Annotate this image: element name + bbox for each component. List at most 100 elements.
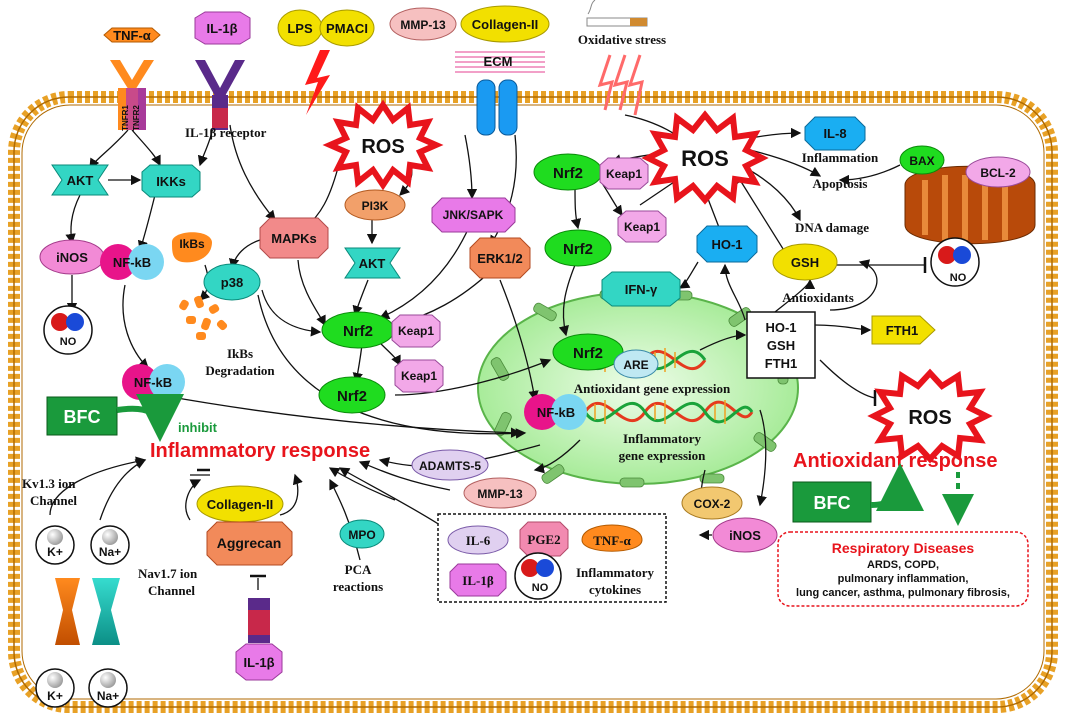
il1b-top-node[interactable]: IL-1β [194, 11, 251, 45]
no-box-label: NO [532, 582, 549, 594]
inos-node-left[interactable]: iNOS [39, 239, 105, 275]
il1b-bottom-node[interactable]: IL-1β [235, 643, 283, 681]
no-node-left[interactable]: NO [43, 305, 93, 355]
na-bottom-label: Na+ [97, 689, 119, 703]
tnf-alpha-node[interactable]: TNF-α [103, 27, 161, 43]
ikks-label: IKKs [156, 174, 186, 189]
inflammatory-expression-label-1: Inflammatory [623, 431, 701, 446]
resp-line-1: ARDS, COPD, [867, 559, 939, 571]
bcl2-node[interactable]: BCL-2 [965, 156, 1031, 188]
p38-node[interactable]: p38 [203, 263, 261, 301]
k-bottom-ion[interactable]: K+ [35, 668, 75, 708]
lps-node[interactable]: LPS [277, 9, 323, 47]
are-node[interactable]: ARE [613, 349, 659, 379]
il6-node[interactable]: IL-6 [447, 525, 509, 555]
bax-node[interactable]: BAX [899, 145, 945, 175]
pmaci-node[interactable]: PMACI [319, 9, 375, 47]
collagen-bottom-node[interactable]: Collagen-II [196, 485, 284, 523]
nrf2-center-b[interactable]: Nrf2 [318, 376, 386, 414]
keap1-center-b[interactable]: Keap1 [394, 359, 444, 393]
nrf2-center-b-label: Nrf2 [337, 388, 367, 405]
keap1-right-b-label: Keap1 [624, 220, 660, 234]
erk-node[interactable]: ERK1/2 [469, 237, 531, 279]
mmp13-top-node[interactable]: MMP-13 [389, 7, 457, 41]
bfc-right-arrow [870, 463, 924, 512]
ikbs-degradation-label-2: Degradation [205, 363, 275, 378]
bcl2-label: BCL-2 [980, 166, 1016, 180]
il1b-box-node[interactable]: IL-1β [449, 563, 507, 597]
nrf2-center-a-label: Nrf2 [343, 323, 373, 340]
nrf2-center-a[interactable]: Nrf2 [321, 311, 395, 349]
kv-label-1: Kv1.3 ion [22, 476, 76, 491]
na-top-ion[interactable]: Na+ [90, 525, 130, 565]
antioxidant-products-box: HO-1 GSH FTH1 [746, 311, 816, 379]
cox2-node[interactable]: COX-2 [681, 486, 743, 520]
fth1-label: FTH1 [886, 323, 919, 338]
collagen-top-node[interactable]: Collagen-II [460, 5, 550, 43]
ros-top-node[interactable]: ROS [641, 110, 769, 205]
ecm-node[interactable]: ECM [455, 51, 545, 73]
pge2-node[interactable]: PGE2 [519, 521, 569, 557]
fth1-node[interactable]: FTH1 [871, 315, 936, 345]
ho1-label: HO-1 [711, 237, 742, 252]
k-top-label: K+ [47, 545, 63, 559]
inos-bottom-label: iNOS [729, 528, 761, 543]
keap1-right-a-label: Keap1 [606, 167, 642, 181]
pi3k-node[interactable]: PI3K [344, 189, 406, 221]
no-node-right[interactable]: NO [930, 237, 980, 287]
na-bottom-ion[interactable]: Na+ [88, 668, 128, 708]
nfkb-node-2[interactable]: NF-kB [122, 364, 185, 400]
mpo-label: MPO [348, 528, 375, 542]
ikbs-degradation-label-1: IkBs [227, 346, 253, 361]
gsh-node[interactable]: GSH [772, 243, 838, 281]
keap1-center-a[interactable]: Keap1 [391, 314, 441, 348]
jnk-node[interactable]: JNK/SAPK [431, 197, 516, 233]
nrf2-right-b-label: Nrf2 [563, 241, 593, 258]
nrf2-nucleus[interactable]: Nrf2 [552, 333, 624, 371]
k-bottom-label: K+ [47, 689, 63, 703]
ros-center-node[interactable]: ROS [322, 99, 444, 191]
dna-helix-inflammatory [583, 400, 754, 424]
il8-node[interactable]: IL-8 [804, 116, 866, 151]
il8-label: IL-8 [823, 126, 846, 141]
tnf-box-label: TNF-α [593, 533, 631, 548]
pmaci-label: PMACI [326, 21, 368, 36]
inos-bottom-node[interactable]: iNOS [712, 517, 778, 553]
ros-bottom-node[interactable]: ROS [867, 368, 993, 464]
nrf2-right-a[interactable]: Nrf2 [533, 153, 603, 191]
pca-label-1: PCA [345, 562, 372, 577]
bax-label: BAX [909, 154, 934, 168]
nrf2-right-b[interactable]: Nrf2 [544, 229, 612, 267]
nfkb-node-1[interactable]: NF-kB [100, 244, 164, 280]
bfc-left-button[interactable]: BFC [46, 396, 118, 436]
ifn-node[interactable]: IFN-γ [601, 271, 681, 307]
inos-left-label: iNOS [56, 250, 88, 265]
ikbs-node[interactable]: IkBs [172, 232, 212, 263]
bfc-right-button[interactable]: BFC [792, 481, 872, 523]
keap1-center-b-label: Keap1 [401, 369, 437, 383]
no-right-label: NO [950, 272, 967, 284]
pge2-label: PGE2 [527, 532, 560, 547]
adamts5-node[interactable]: ADAMTS-5 [411, 449, 489, 481]
il1b-box-label: IL-1β [462, 573, 494, 588]
cytokines-box: IL-6 PGE2 TNF-α IL-1β NO Inflammatory cy… [437, 513, 667, 603]
keap1-right-a[interactable]: Keap1 [599, 157, 649, 190]
ros-center-label: ROS [361, 136, 404, 158]
keap1-right-b[interactable]: Keap1 [617, 210, 667, 243]
akt-node-left[interactable]: AKT [51, 164, 109, 196]
mapks-node[interactable]: MAPKs [259, 217, 329, 259]
bfc-right-label: BFC [814, 493, 851, 513]
tnf-box-node[interactable]: TNF-α [581, 524, 643, 552]
nfkb-nucleus[interactable]: NF-kB [524, 394, 587, 430]
mpo-node[interactable]: MPO [339, 519, 385, 549]
akt-center-node[interactable]: AKT [344, 247, 401, 279]
ikks-node[interactable]: IKKs [141, 164, 201, 198]
tnfr2-label: TNFR2 [132, 105, 141, 131]
aggrecan-node[interactable]: Aggrecan [206, 521, 293, 566]
cigarette-icon [586, 0, 648, 27]
no-box-node[interactable]: NO [514, 552, 562, 600]
mmp13-bottom-node[interactable]: MMP-13 [463, 477, 537, 509]
ho1-node[interactable]: HO-1 [696, 225, 758, 263]
k-top-ion[interactable]: K+ [35, 525, 75, 565]
